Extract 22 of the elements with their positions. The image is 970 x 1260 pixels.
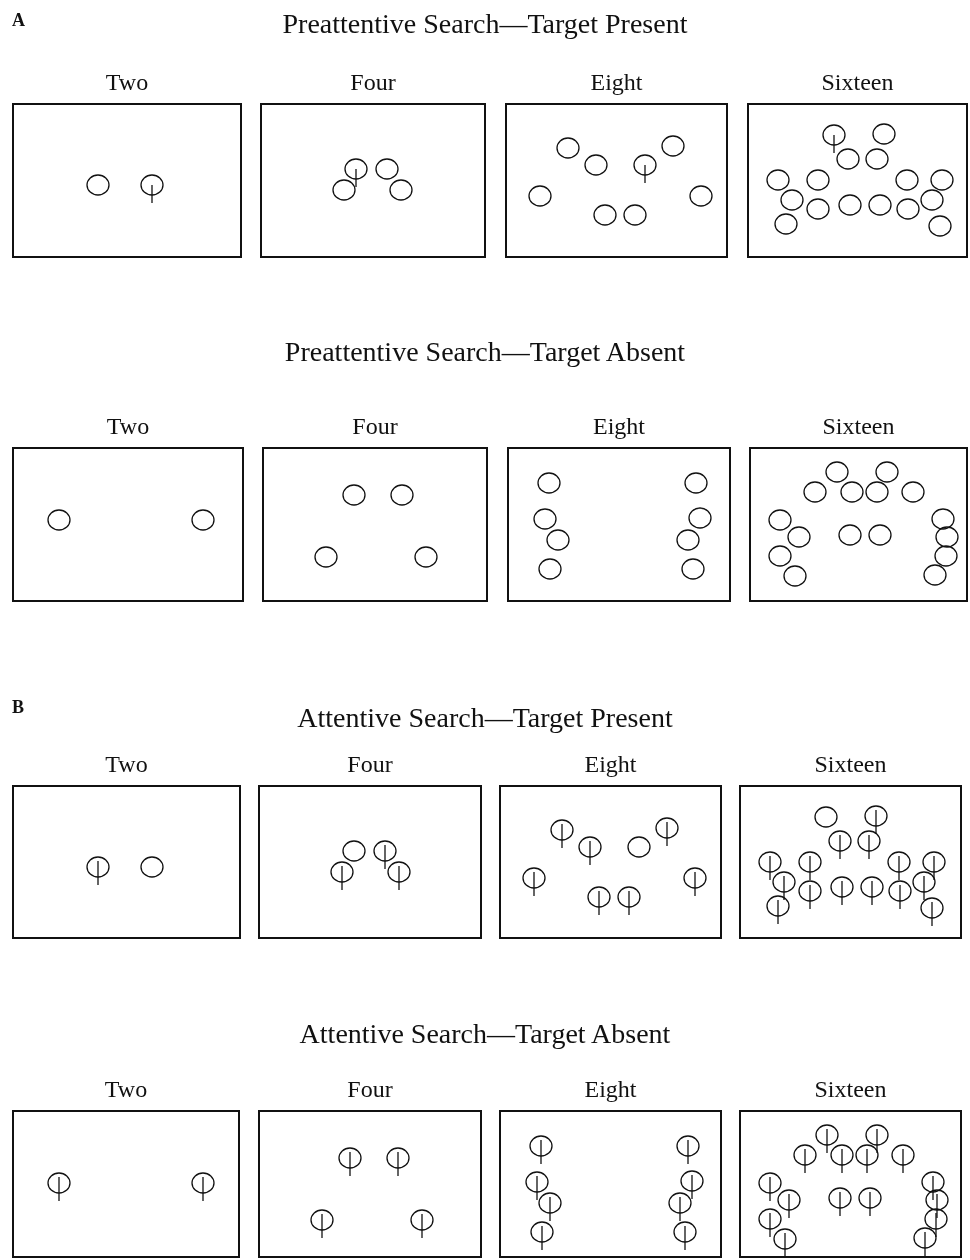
panel-heading: Four	[346, 751, 394, 778]
panel-heading: Eight	[583, 1076, 638, 1103]
panel-heading: Four	[351, 413, 399, 440]
panel-heading: Two	[105, 413, 151, 440]
panel-heading: Two	[103, 1076, 149, 1103]
panel-heading: Two	[104, 69, 150, 96]
section-title: Attentive Search—Target Absent	[299, 1018, 671, 1050]
panel-heading: Sixteen	[813, 1076, 888, 1103]
section-title: Preattentive Search—Target Present	[282, 8, 688, 40]
panel-heading: Sixteen	[820, 69, 895, 96]
panel-heading: Sixteen	[821, 413, 896, 440]
panel-heading: Eight	[592, 413, 646, 440]
panel-heading: Four	[349, 69, 397, 96]
section-title: Attentive Search—Target Present	[297, 702, 673, 734]
panel-letter: A	[12, 10, 25, 31]
panel-letter: B	[12, 697, 24, 718]
panel-heading: Four	[346, 1076, 394, 1103]
panel-heading: Eight	[589, 69, 644, 96]
panel-heading: Sixteen	[813, 751, 888, 778]
panel-heading: Two	[104, 751, 149, 778]
panel-heading: Eight	[583, 751, 638, 778]
section-title: Preattentive Search—Target Absent	[284, 336, 686, 368]
